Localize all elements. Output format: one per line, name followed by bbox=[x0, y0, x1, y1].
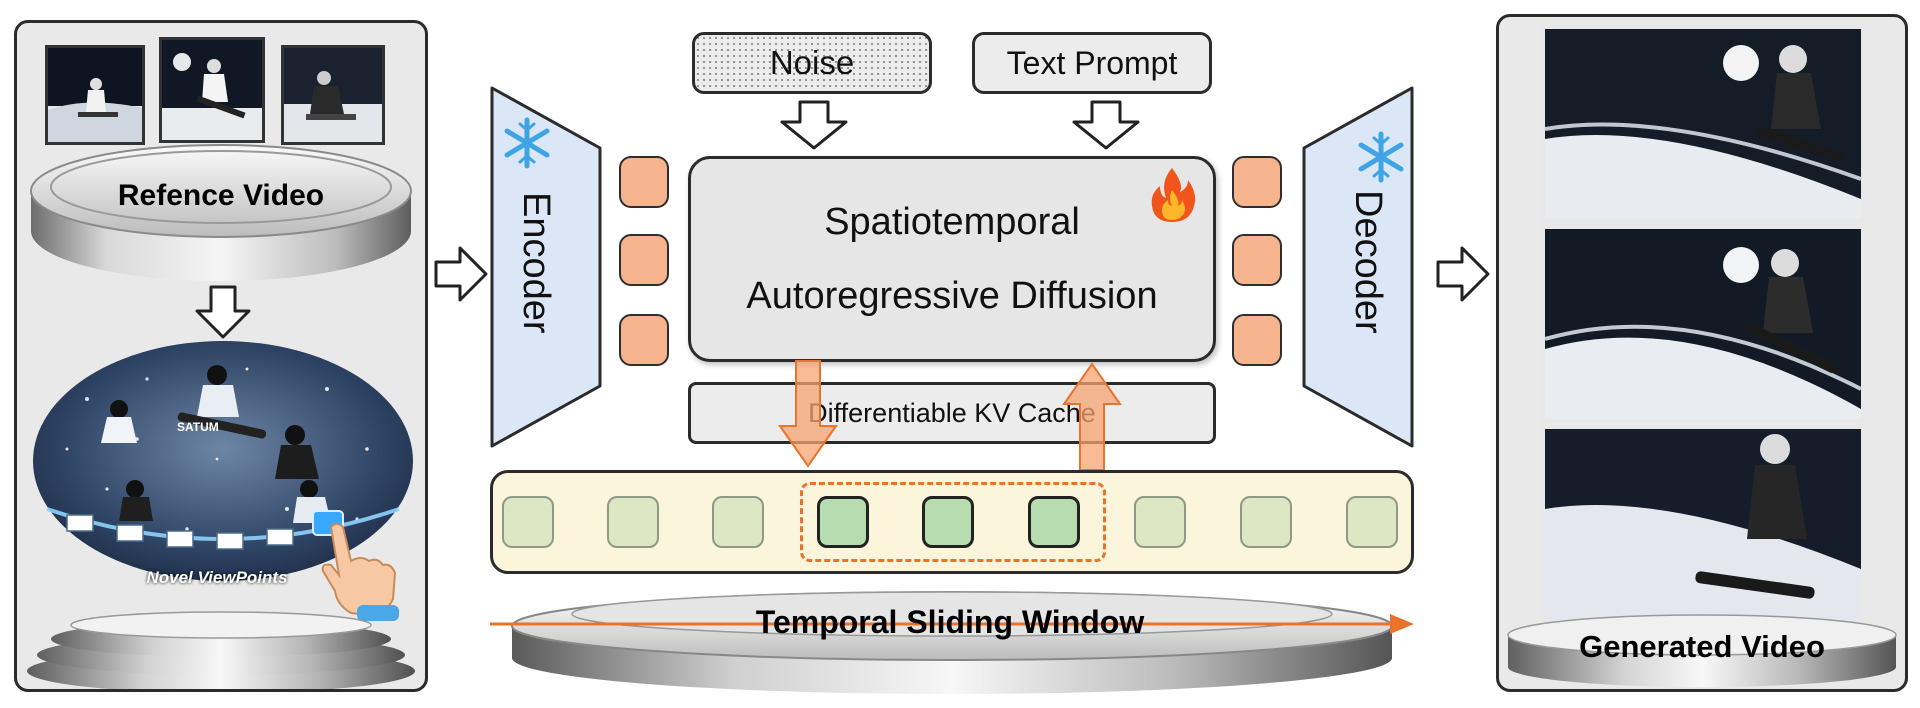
generated-video-label: Generated Video bbox=[1579, 629, 1825, 664]
diffusion-model-box: Spatiotemporal Autoregressive Diffusion bbox=[688, 156, 1216, 362]
kv-read-arrow-icon bbox=[1062, 362, 1122, 470]
prompt-down-arrow-icon bbox=[1072, 100, 1140, 150]
kv-cache-box: Differentiable KV Cache bbox=[688, 382, 1216, 444]
decoder-block bbox=[1302, 86, 1414, 448]
reference-video-label: Refence Video bbox=[117, 179, 325, 212]
kv-write-arrow-icon bbox=[778, 360, 838, 468]
generated-frame-2 bbox=[1541, 225, 1865, 423]
reference-frame-2 bbox=[159, 37, 265, 143]
frame-token-2 bbox=[607, 496, 659, 548]
down-arrow-icon bbox=[195, 285, 251, 339]
frame-token-1 bbox=[502, 496, 554, 548]
time-axis-arrow-icon bbox=[490, 614, 1414, 634]
decoder-token-3 bbox=[1232, 314, 1282, 366]
encoder-label: Encoder bbox=[515, 192, 557, 334]
noise-label: Noise bbox=[769, 44, 855, 81]
encoder-block bbox=[490, 86, 602, 448]
frame-token-3 bbox=[712, 496, 764, 548]
right-arrow-icon bbox=[434, 246, 488, 302]
frame-token-8 bbox=[1240, 496, 1292, 548]
novel-viewpoints-label: Novel ViewPoints bbox=[146, 568, 288, 587]
noise-down-arrow-icon bbox=[780, 100, 848, 150]
encoder-token-3 bbox=[619, 314, 669, 366]
temporal-sliding-window-label: Temporal Sliding Window bbox=[755, 604, 1145, 640]
frame-token-6 bbox=[1028, 496, 1080, 548]
reference-panel: Refence Video SATUM bbox=[14, 20, 428, 692]
text-prompt-box: Text Prompt bbox=[972, 32, 1212, 94]
reference-frame-3 bbox=[281, 45, 385, 145]
decoder-snowflake-icon bbox=[1358, 131, 1404, 183]
kv-cache-label: Differentiable KV Cache bbox=[808, 397, 1096, 428]
snowflake-icon bbox=[504, 117, 550, 169]
frame-token-9 bbox=[1346, 496, 1398, 548]
output-arrow-icon bbox=[1436, 246, 1490, 302]
encoder-token-1 bbox=[619, 156, 669, 208]
generated-panel: Generated Video bbox=[1496, 14, 1908, 692]
frame-token-7 bbox=[1134, 496, 1186, 548]
frame-token-4 bbox=[817, 496, 869, 548]
encoder-token-2 bbox=[619, 234, 669, 286]
decoder-token-1 bbox=[1232, 156, 1282, 208]
frame-token-5 bbox=[922, 496, 974, 548]
generated-frame-1 bbox=[1541, 25, 1865, 223]
text-prompt-label: Text Prompt bbox=[1006, 44, 1178, 81]
generated-frame-3 bbox=[1541, 425, 1865, 623]
generated-pedestal bbox=[1507, 614, 1897, 687]
pointing-hand-icon bbox=[321, 523, 399, 621]
board-text: SATUM bbox=[177, 420, 219, 434]
reference-pedestal bbox=[30, 144, 412, 281]
noise-box: Noise bbox=[692, 32, 932, 94]
fire-icon bbox=[1151, 168, 1196, 222]
decoder-label: Decoder bbox=[1347, 190, 1389, 334]
reference-frame-1 bbox=[45, 45, 145, 145]
novel-pedestal bbox=[27, 611, 415, 689]
decoder-token-2 bbox=[1232, 234, 1282, 286]
diffusion-title-line1: Spatiotemporal bbox=[824, 201, 1080, 243]
diffusion-title-line2: Autoregressive Diffusion bbox=[746, 275, 1158, 317]
active-window-highlight bbox=[800, 482, 1106, 562]
